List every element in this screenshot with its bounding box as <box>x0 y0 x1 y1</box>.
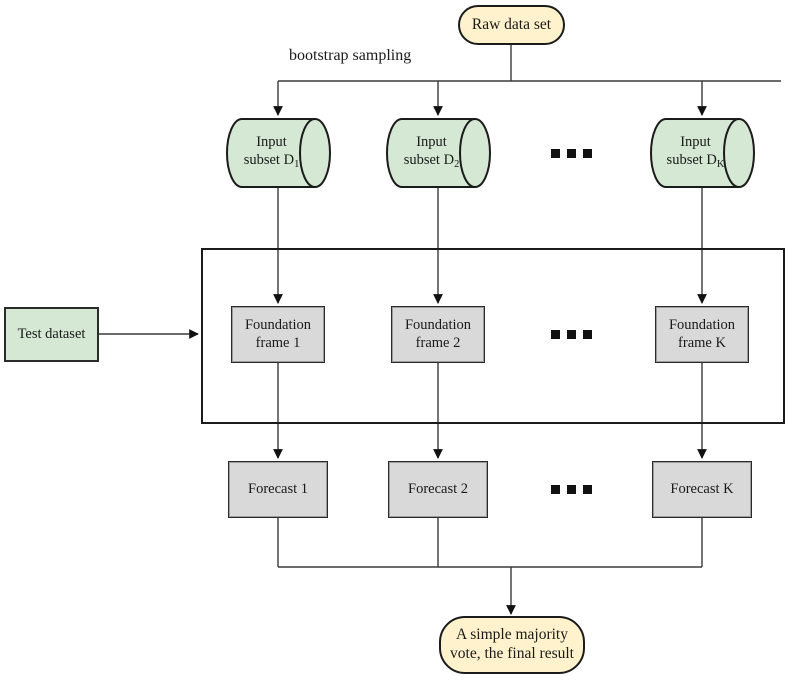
cylinder-shape <box>226 118 331 188</box>
foundation-frame-group-container <box>201 248 785 424</box>
forecast-k-label: Forecast K <box>670 480 734 497</box>
node-forecast-k[interactable]: Forecast K <box>652 461 752 518</box>
foundation-frame-2-label: Foundation frame 2 <box>404 316 472 351</box>
node-forecast-1[interactable]: Forecast 1 <box>228 461 328 518</box>
raw-data-set-label: Raw data set <box>471 15 552 33</box>
cylinder-shape <box>386 118 491 188</box>
node-input-subset-1[interactable]: Input subset D1 <box>226 118 331 188</box>
input-subset-1-label: Input subset D1 <box>243 134 300 170</box>
ellipsis-forecast-row <box>546 479 596 499</box>
node-input-subset-k[interactable]: Input subset DK <box>650 118 755 188</box>
node-final-result[interactable]: A simple majority vote, the final result <box>439 616 585 674</box>
forecast-1-label: Forecast 1 <box>248 480 308 497</box>
bootstrap-sampling-caption: bootstrap sampling <box>289 47 412 64</box>
node-foundation-frame-2[interactable]: Foundation frame 2 <box>391 306 485 363</box>
node-foundation-frame-k[interactable]: Foundation frame K <box>655 306 749 363</box>
input-subset-k-label: Input subset DK <box>666 134 725 170</box>
cylinder-shape <box>650 118 755 188</box>
foundation-frame-1-label: Foundation frame 1 <box>244 316 312 351</box>
final-result-label: A simple majority vote, the final result <box>450 626 574 662</box>
ellipsis-frame-row <box>546 324 596 344</box>
node-foundation-frame-1[interactable]: Foundation frame 1 <box>231 306 325 363</box>
ellipsis-subset-row <box>546 143 596 163</box>
input-subset-2-label: Input subset D2 <box>403 134 460 170</box>
node-forecast-2[interactable]: Forecast 2 <box>388 461 488 518</box>
node-raw-data-set[interactable]: Raw data set <box>458 5 565 45</box>
test-dataset-label: Test dataset <box>17 325 86 342</box>
node-input-subset-2[interactable]: Input subset D2 <box>386 118 491 188</box>
node-test-dataset[interactable]: Test dataset <box>4 307 99 362</box>
forecast-2-label: Forecast 2 <box>408 480 468 497</box>
foundation-frame-k-label: Foundation frame K <box>668 316 736 351</box>
